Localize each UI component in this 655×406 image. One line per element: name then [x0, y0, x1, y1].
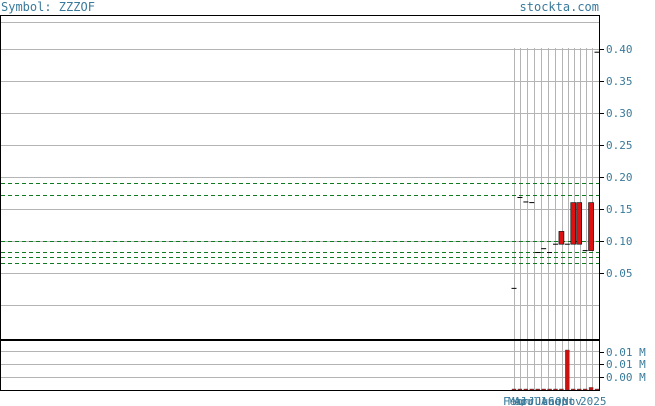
volume-tick-label: 0.00 M [606, 371, 646, 384]
symbol-label: Symbol: ZZZOF [1, 0, 95, 14]
volume-bar [594, 388, 600, 391]
volume-bars [511, 349, 600, 391]
volume-tick-label: 0.01 M [606, 358, 646, 371]
x-axis-label: Oct [555, 395, 575, 406]
x-axis-label: Jul [528, 395, 548, 406]
price-axis-ticks: 0.05 0.10 0.15 0.20 0.25 0.30 0.35 0.40 [600, 43, 633, 280]
price-panel-frame [0, 15, 600, 340]
price-tick-label: 0.20 [606, 171, 633, 184]
volume-bar [535, 388, 540, 391]
volume-tick-label: 0.01 M [606, 346, 646, 359]
support-resistance-levels [1, 183, 600, 264]
x-axis-label: Feb [503, 395, 523, 406]
price-candles [511, 51, 600, 289]
volume-bar [582, 388, 588, 391]
price-tick-label: 0.15 [606, 203, 633, 216]
volume-bar [517, 388, 523, 391]
price-tick-label: 0.10 [606, 235, 633, 248]
x-axis-label: Mar [508, 395, 528, 406]
volume-bar [588, 387, 594, 391]
volume-axis-ticks: 0.01 M0.01 M0.00 M [600, 346, 646, 384]
x-axis-label: Apr [514, 395, 534, 406]
price-tick-label: 0.25 [606, 139, 633, 152]
volume-bar [571, 388, 576, 391]
volume-panel-frame [0, 340, 600, 391]
x-axis-label: Nov [562, 395, 582, 406]
candle-body [558, 231, 565, 245]
candle-body [588, 202, 594, 251]
volume-bar [553, 388, 558, 391]
volume-bar [523, 388, 529, 391]
x-axis-label: Sep [548, 395, 568, 406]
x-axis-label: 2025 [580, 395, 607, 406]
volume-bar [565, 349, 570, 391]
price-tick-label: 0.30 [606, 107, 633, 120]
volume-bar [559, 388, 564, 391]
volume-bar [547, 388, 552, 391]
site-name: stockta.com [519, 0, 599, 14]
x-axis-label: Jul [520, 395, 540, 406]
x-axis-label: Jun [535, 395, 555, 406]
candle-body [570, 202, 577, 245]
price-tick-label: 0.05 [606, 267, 633, 280]
volume-bar [529, 388, 534, 391]
volume-bar [577, 388, 582, 391]
candle-body [576, 202, 583, 245]
price-tick-label: 0.40 [606, 43, 633, 56]
x-axis-label: Aug [541, 395, 561, 406]
price-tick-label: 0.35 [606, 75, 633, 88]
price-gridlines [1, 22, 600, 306]
volume-bar [541, 388, 546, 391]
volume-gridlines [1, 351, 600, 378]
volume-bar [511, 388, 517, 391]
